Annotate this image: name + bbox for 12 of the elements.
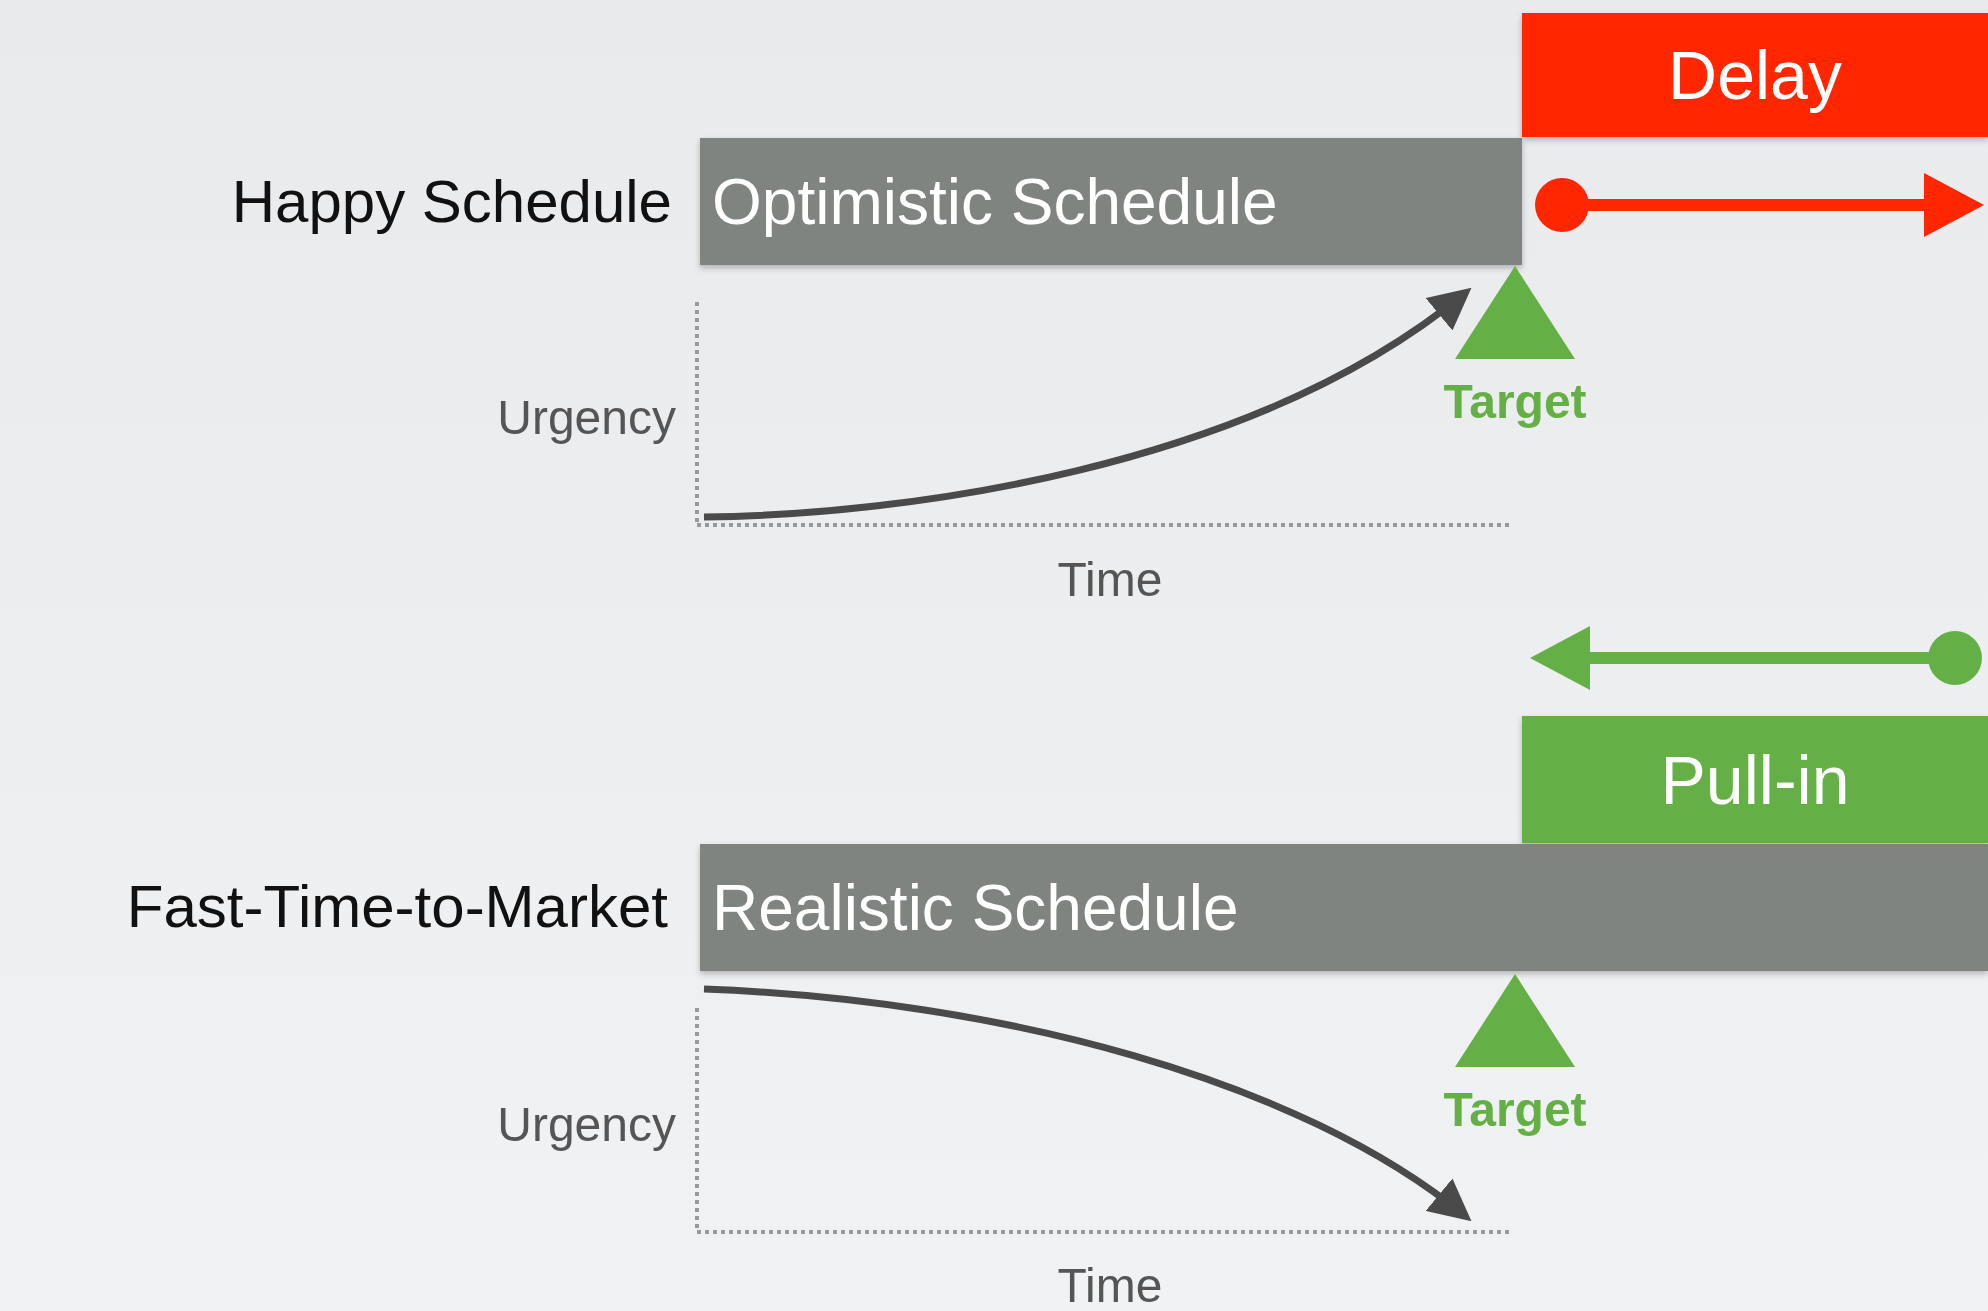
axis-label: Urgency [497, 390, 676, 445]
row-label: Happy Schedule [231, 167, 672, 236]
pull-in-bar: Pull-in [1522, 716, 1988, 843]
row-label: Fast-Time-to-Market [126, 872, 668, 941]
schedule-bar: Realistic Schedule [700, 844, 1988, 971]
target-label: Target [1442, 1082, 1588, 1137]
axis-label: Time [1056, 552, 1164, 607]
axis-label: Urgency [497, 1097, 676, 1152]
schedule-bar: Optimistic Schedule [700, 138, 1522, 265]
delay-bar: Delay [1522, 13, 1988, 137]
target-label: Target [1442, 374, 1588, 429]
axis-label: Time [1056, 1258, 1164, 1311]
